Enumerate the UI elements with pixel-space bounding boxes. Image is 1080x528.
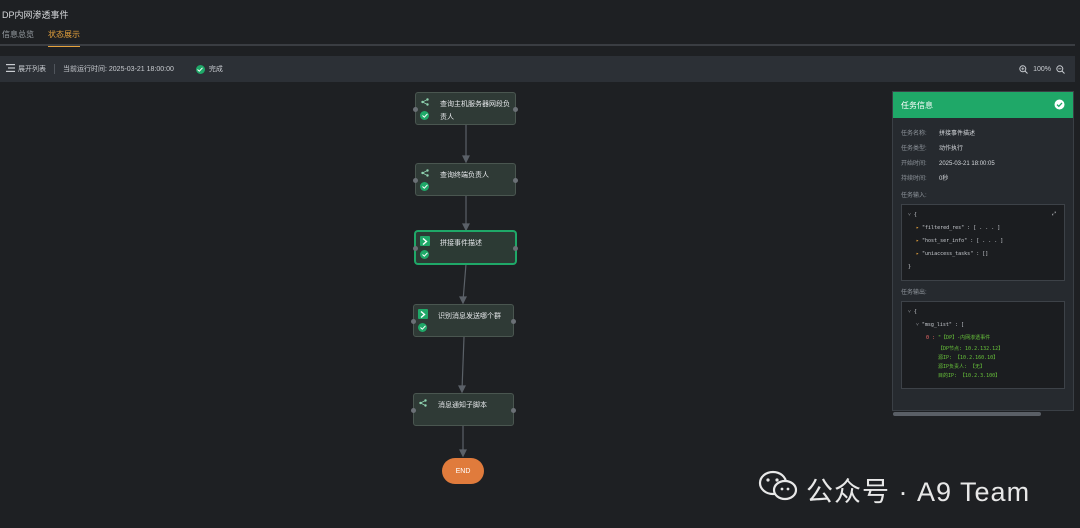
node-label: 识别消息发送哪个群 [438,313,501,320]
json-line: 源IP: 【10.2.160.10】 [938,355,999,361]
node-label: 查询主机服务器网段负责人 [440,101,510,121]
node-port[interactable] [413,178,418,183]
field-value: 动作执行 [939,146,964,152]
zoom-controls: 100% [1019,64,1065,74]
tab-bar: 信息总览 状态展示 [2,29,80,47]
json-line: ˅ "msg_list" : [ [916,322,964,328]
watermark: 公众号 · A9 Team [758,470,1030,509]
zoom-level: 100% [1033,65,1051,73]
check-circle-icon [418,323,427,332]
input-label: 任务输入: [901,193,927,199]
chevron-right-icon [420,236,430,246]
output-label: 任务输出: [901,290,927,296]
json-line: 目的IP: 【10.2.3.100】 [938,373,1001,379]
json-line: ▸ "filtered_res" : [ . . . ] [916,225,1001,231]
field-key: 任务名称: [901,131,927,137]
panel-scrollbar[interactable] [893,412,1041,416]
check-circle-icon [1054,99,1065,112]
panel-title: 任务信息 [901,100,933,110]
node-port[interactable] [511,408,516,413]
field-value: 拼接事件描述 [939,131,976,137]
node-port[interactable] [513,107,518,112]
page-title: DP内网渗透事件 [2,10,69,20]
flow-node-query-terminal-owner[interactable]: 查询终端负责人 [413,163,518,196]
flow-node-build-description[interactable]: 拼接事件描述 [413,231,518,264]
duration-row: 持续时间: 0秒 [901,174,1065,184]
check-circle-icon [420,182,429,191]
task-type-row: 任务类型: 动作执行 [901,144,1065,154]
toolbar: 展开列表 当前运行时间: 2025-03-21 18:00:00 完成 100% [0,56,1075,82]
node-port[interactable] [413,107,418,112]
node-label: 拼接事件描述 [440,240,482,247]
expand-list-button[interactable]: 展开列表 [6,64,46,74]
json-open-brace: ˅ { [908,212,917,218]
share-icon [420,97,430,107]
watermark-text: 公众号 · A9 Team [806,477,1031,507]
share-icon [420,168,430,178]
task-input-viewer[interactable]: ˅ { ▸ "filtered_res" : [ . . . ] ▸ "host… [901,204,1065,281]
json-line: ▸ "uniaccess_tasks" : [] [916,251,989,257]
node-port[interactable] [511,319,516,324]
node-label: 查询终端负责人 [440,172,489,179]
expand-icon[interactable]: ⤢ [1051,211,1056,217]
wechat-icon [758,470,798,509]
run-status: 完成 [195,64,223,74]
zoom-out-icon[interactable] [1056,64,1065,74]
json-line: 【DP节点: 10.2.132.12】 [938,346,1004,352]
field-value: 0秒 [939,176,949,182]
flow-node-query-host-owner[interactable]: 查询主机服务器网段负责人 [413,92,518,125]
flow-node-identify-group[interactable]: 识别消息发送哪个群 [411,304,516,337]
node-port[interactable] [411,408,416,413]
check-circle-icon [195,64,205,74]
field-key: 任务类型: [901,146,927,152]
panel-body: 任务名称: 拼接事件描述 任务类型: 动作执行 开始时间: 2025-03-21 18… [893,118,1073,395]
field-key: 开始时间: [901,161,927,167]
expand-list-label: 展开列表 [18,66,46,73]
json-line: 源IP负责人: 【无】 [938,364,986,370]
start-time-row: 开始时间: 2025-03-21 18:00:05 [901,159,1065,169]
run-status-label: 完成 [208,66,223,73]
check-circle-icon [420,250,429,259]
panel-header: 任务信息 [893,92,1073,118]
tab-overview[interactable]: 信息总览 [2,30,34,39]
tab-status[interactable]: 状态展示 [48,29,80,47]
check-circle-icon [420,111,429,120]
json-close-brace: } [908,264,912,270]
share-icon [418,398,428,408]
field-key: 持续时间: [901,176,927,182]
flow-node-notify-subscript[interactable]: 消息通知子脚本 [411,393,516,426]
list-icon [6,64,15,74]
json-open-brace: ˅ { [908,309,917,315]
zoom-in-icon[interactable] [1019,64,1028,74]
toolbar-divider [54,64,55,74]
task-name-row: 任务名称: 拼接事件描述 [901,129,1065,139]
node-port[interactable] [411,319,416,324]
task-info-panel: 任务信息 任务名称: 拼接事件描述 任务类型: 动作执行 开始时间: 2025-03-… [892,91,1074,416]
flow-end-node[interactable]: END [442,458,484,484]
node-label: 消息通知子脚本 [438,402,487,409]
node-port[interactable] [413,246,418,251]
json-line: ▸ "host_ser_info" : [ . . . ] [916,238,1004,244]
field-value: 2025-03-21 18:00:05 [939,161,995,167]
flow-canvas[interactable]: 查询主机服务器网段负责人 查询终端负责人 拼接事件描述 识别消息发送哪个群 消息… [0,82,1080,528]
task-output-viewer[interactable]: ˅ { ˅ "msg_list" : [ 0 : "【DP】-内网渗透事件 【D… [901,301,1065,389]
node-port[interactable] [513,178,518,183]
chevron-right-icon [418,309,428,319]
runtime-text: 当前运行时间: 2025-03-21 18:00:00 [63,66,174,73]
json-line: 0 : "【DP】-内网渗透事件 [926,335,991,341]
node-port[interactable] [513,246,518,251]
flow-edges [458,124,470,458]
tab-divider [0,44,1075,46]
